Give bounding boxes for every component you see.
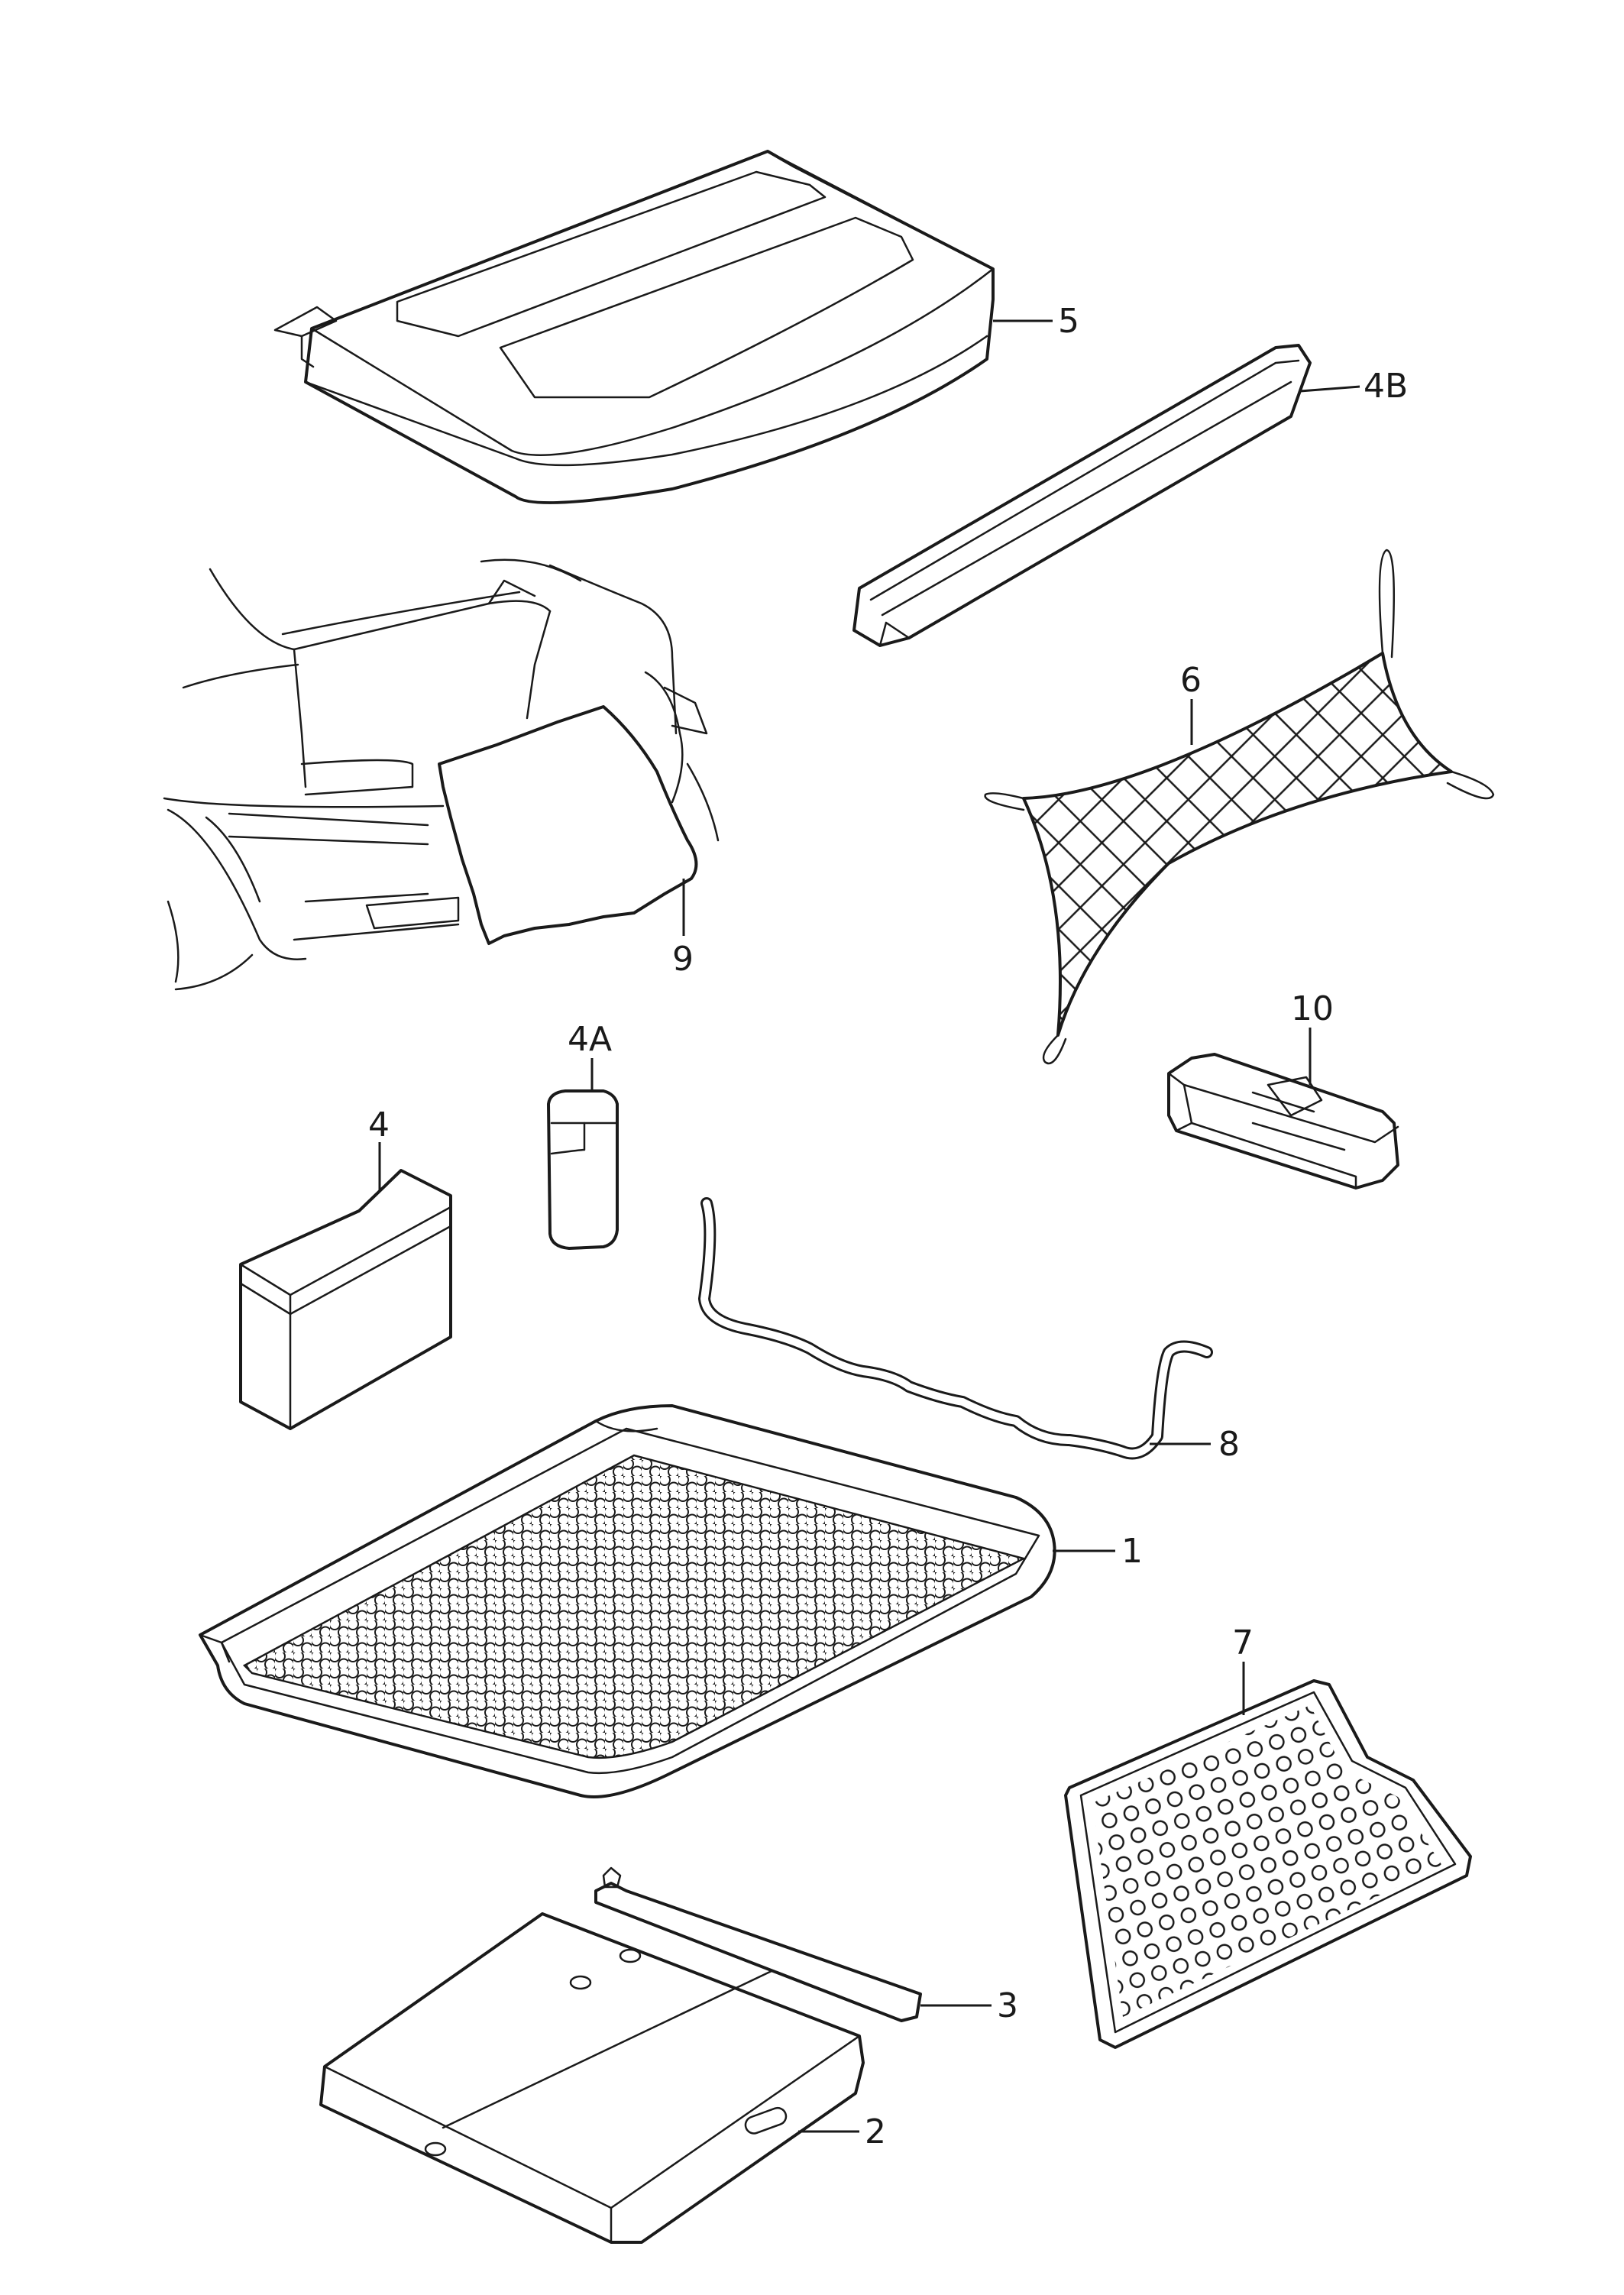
callout-7: 7 xyxy=(1232,1623,1254,1662)
small-pouch xyxy=(547,1089,619,1250)
first-aid-box xyxy=(239,1169,452,1430)
callout-4a: 4A xyxy=(568,1020,612,1059)
callout-5: 5 xyxy=(1058,302,1079,341)
floor-panel xyxy=(319,1912,865,2244)
callout-1: 1 xyxy=(1121,1532,1143,1571)
callout-10: 10 xyxy=(1291,989,1334,1028)
callout-4b: 4B xyxy=(1364,367,1408,406)
cargo-tray xyxy=(199,1404,1056,1798)
parcel-shelf xyxy=(273,150,995,504)
callout-4: 4 xyxy=(368,1105,390,1144)
cover-strip xyxy=(594,1866,922,2022)
callout-8: 8 xyxy=(1218,1425,1240,1464)
callout-3: 3 xyxy=(997,1986,1018,2025)
callout-9: 9 xyxy=(672,940,694,979)
cable xyxy=(698,1197,1213,1460)
trunk-mat xyxy=(1064,1679,1472,2049)
vehicle-rear-view xyxy=(163,558,720,991)
callout-2: 2 xyxy=(865,2112,886,2151)
callout-leader-4b xyxy=(1299,385,1360,393)
cargo-net xyxy=(984,549,1495,1065)
storage-box xyxy=(1167,1053,1399,1190)
callout-6: 6 xyxy=(1180,661,1202,700)
side-trim-strip xyxy=(852,344,1312,647)
